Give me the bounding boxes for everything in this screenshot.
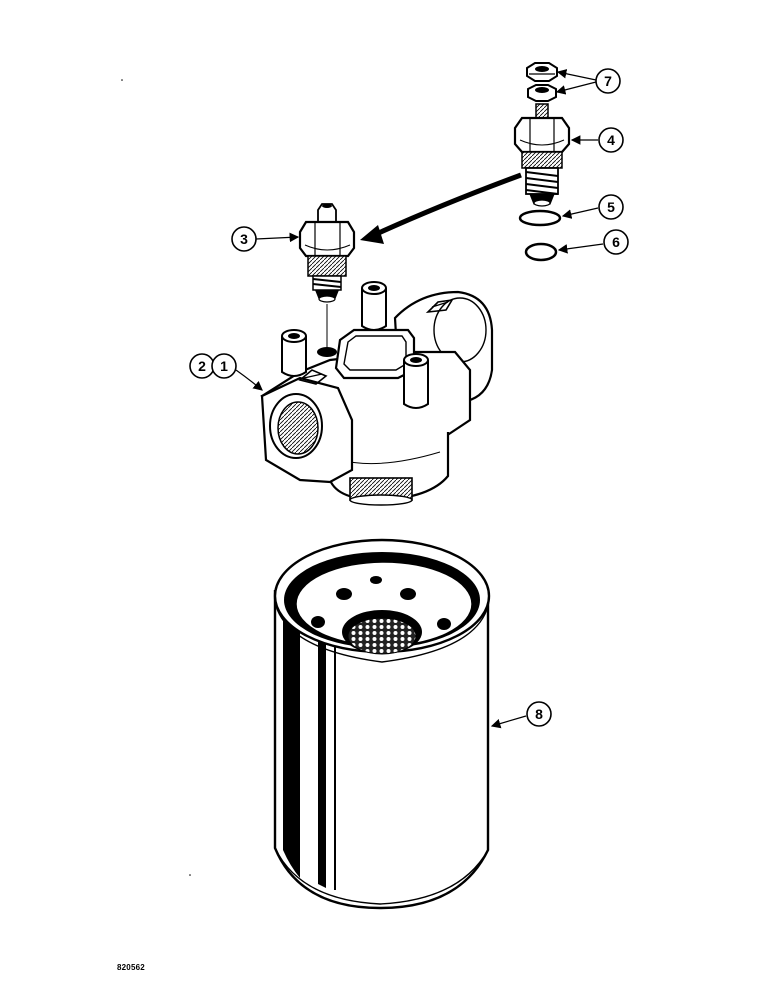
filter-canister-part-8 [273,538,491,910]
callout-3: 3 [231,226,257,252]
callout-8: 8 [526,701,552,727]
o-ring-part-5 [518,209,562,227]
leader-line-7a [556,69,597,81]
callout-6: 6 [603,229,629,255]
callout-1-label: 1 [220,358,228,374]
print-speck [121,79,123,81]
print-speck [189,874,191,876]
callout-5: 5 [598,194,624,220]
install-direction-arrowhead [360,225,384,244]
leader-line-6 [557,243,604,254]
callout-4: 4 [598,127,624,153]
install-direction-arrow [370,172,522,239]
callout-1: 1 [211,353,237,379]
leader-line-8 [490,715,527,729]
callout-2: 2 [189,353,215,379]
callout-5-label: 5 [607,199,615,215]
callout-6-label: 6 [612,234,620,250]
leader-line-7b [555,81,597,95]
callout-8-label: 8 [535,706,543,722]
washer-nut-part-7 [527,84,557,102]
figure-id: 820562 [117,963,145,972]
filter-head-part-1 [260,281,494,506]
callout-3-label: 3 [240,231,248,247]
callout-4-label: 4 [607,132,615,148]
leader-line-3 [255,232,300,243]
bypass-valve-part-3 [298,203,356,303]
callout-2-label: 2 [198,358,206,374]
relief-valve-part-4 [513,103,571,207]
nut-part-7 [526,62,558,82]
leader-line-1 [235,369,263,391]
o-ring-part-6 [524,242,558,262]
callout-7-label: 7 [604,73,612,89]
leader-line-5 [561,207,599,219]
callout-7: 7 [595,68,621,94]
